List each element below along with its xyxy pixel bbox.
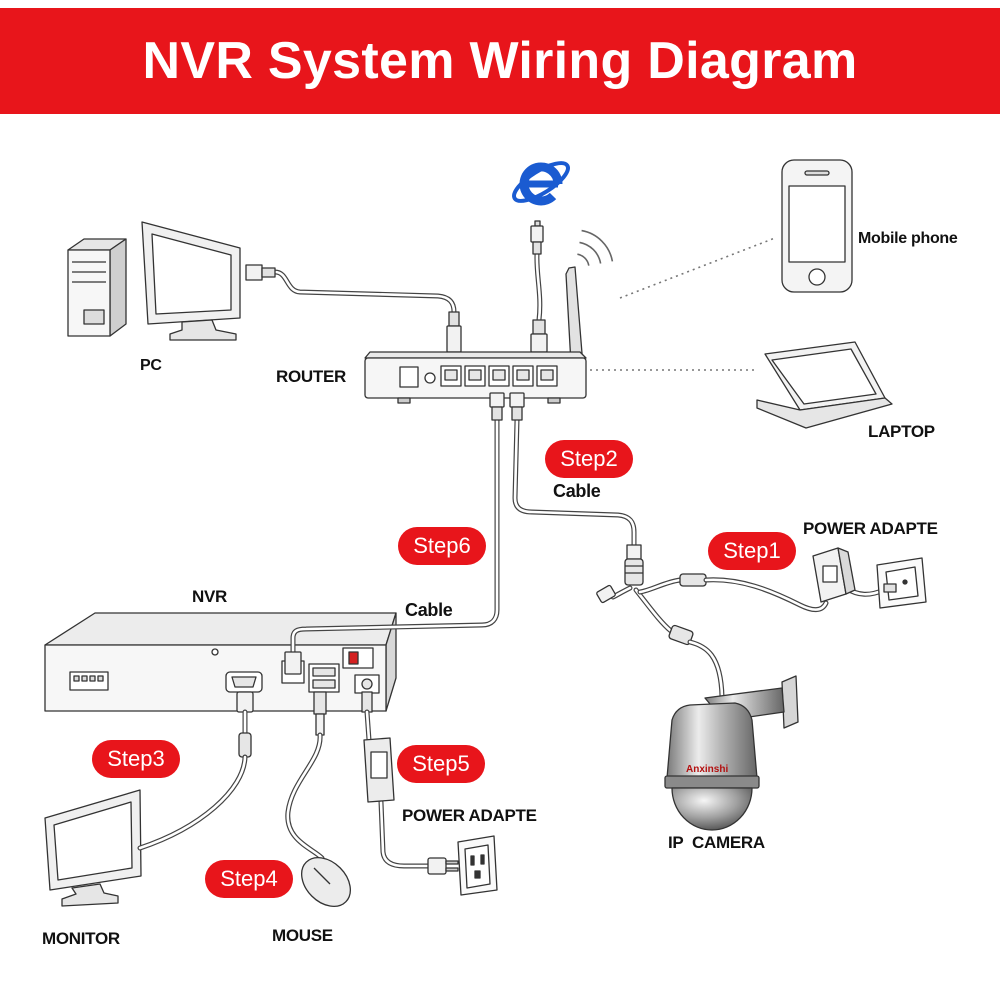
page-title: NVR System Wiring Diagram <box>142 32 858 90</box>
label-camera-power-adapter: POWER ADAPTE <box>803 519 938 538</box>
rj45-plug-top <box>534 220 541 227</box>
usb-plug <box>313 691 327 715</box>
step-3-badge: Step3 <box>92 740 180 778</box>
mains-plug <box>427 857 447 875</box>
power-adapter-icon <box>812 547 856 603</box>
nvr-power-switch <box>342 647 374 669</box>
nvr-power-adapter-icon <box>363 737 395 803</box>
router-lan-ports <box>440 365 534 387</box>
step-4-badge: Step4 <box>205 860 293 898</box>
pc-monitor-icon <box>141 221 241 341</box>
router-to-nvr-cable <box>284 392 505 675</box>
ip-camera-icon: Anxinshi <box>664 675 799 831</box>
label-nvr: NVR <box>192 587 227 606</box>
rj45-plug-camera-cable <box>509 392 525 408</box>
title-banner: NVR System Wiring Diagram <box>0 8 1000 114</box>
camera-brand-logo: Anxinshi <box>686 764 728 775</box>
nvr-wall-outlet-icon <box>457 835 498 896</box>
camera-dome <box>671 787 753 831</box>
mobile-phone-icon <box>781 159 853 293</box>
rj45-plug-nvr <box>284 651 302 675</box>
pc-cable-plug <box>245 264 263 281</box>
camera-pigtail-cable <box>596 544 722 697</box>
router-reset-button <box>424 372 436 384</box>
camera-power-cable <box>706 580 884 610</box>
label-camera-cable: Cable <box>553 481 601 501</box>
label-pc: PC <box>140 357 162 374</box>
vga-cable <box>140 691 254 848</box>
label-ip-camera: IP CAMERA <box>668 833 765 852</box>
label-monitor: MONITOR <box>42 929 120 948</box>
nvr-alarm-terminal <box>69 671 109 691</box>
wifi-signal-icon <box>577 229 614 266</box>
dc-plug <box>361 691 373 713</box>
nvr-recorder-icon <box>44 612 397 712</box>
mouse-icon <box>301 857 351 907</box>
monitor-icon <box>44 789 142 907</box>
label-nvr-cable: Cable <box>405 600 453 620</box>
nvr-power-jack <box>354 674 380 694</box>
pc-cable-router-plug <box>448 311 460 327</box>
mouse-cable <box>288 691 327 858</box>
vga-plug <box>236 691 254 713</box>
router-to-camera-cable <box>509 392 634 545</box>
wireless-link-phone <box>619 237 776 299</box>
router-power-port <box>399 366 419 388</box>
label-laptop: LAPTOP <box>868 422 935 441</box>
camera-wall-mount <box>781 675 799 729</box>
step-5-badge: Step5 <box>397 745 485 783</box>
step-1-badge: Step1 <box>708 532 796 570</box>
internet-cable <box>530 220 548 353</box>
nvr-indicator <box>211 648 219 656</box>
rj45-plug-nvr-router <box>489 392 505 408</box>
internet-explorer-icon <box>512 161 570 206</box>
dc-connector <box>679 573 707 587</box>
nvr-vga-port <box>225 671 263 693</box>
router-icon <box>364 351 587 404</box>
nvr-power-cable <box>361 691 459 875</box>
label-mobile-phone: Mobile phone <box>858 230 958 247</box>
label-mouse: MOUSE <box>272 926 333 945</box>
wall-outlet-icon <box>876 557 927 609</box>
label-nvr-power-adapter: POWER ADAPTE <box>402 806 537 825</box>
pc-network-cable <box>245 264 462 353</box>
step-2-badge: Step2 <box>545 440 633 478</box>
nvr-usb-ports <box>308 663 340 693</box>
rj45-plug-router <box>532 319 546 335</box>
router-wan-port <box>536 365 558 387</box>
label-router: ROUTER <box>276 367 346 386</box>
pc-tower-icon <box>67 238 127 337</box>
step-6-badge: Step6 <box>398 527 486 565</box>
laptop-icon <box>756 341 893 429</box>
ferrite-bead <box>238 732 252 758</box>
